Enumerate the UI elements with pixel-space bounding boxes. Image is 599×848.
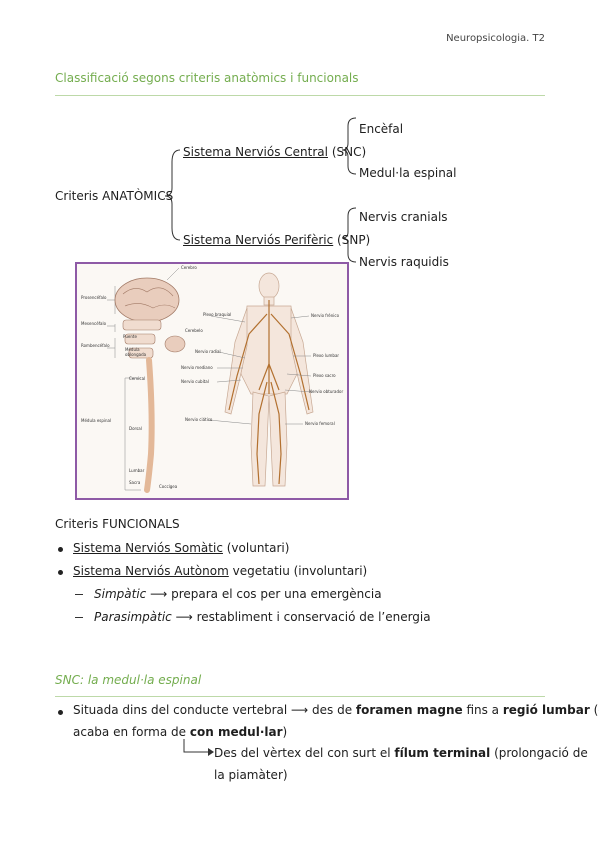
snc-abbr: (SNC) [331, 145, 367, 159]
anatomic-criteria-label: Criteris ANATÒMICS [55, 189, 174, 203]
sympathetic-term: Simpàtic [94, 587, 147, 601]
label-nervio-mediano: Nervio mediano [181, 365, 213, 370]
label-nervio-frenico: Nervio frénico [311, 313, 340, 318]
label-spinal-cord: Médula espinal [81, 418, 112, 423]
label-cervical: Cervical [129, 376, 146, 381]
snc-label: Sistema Nerviós Central (SNC) [183, 145, 366, 159]
section-rule [55, 696, 545, 697]
spinal-cord-line-2: acaba en forma de con medul·lar) [73, 725, 287, 739]
label-nervio-radial: Nervio radial [195, 349, 221, 354]
label-puente: Puente [123, 334, 137, 339]
label-nervio-femoral: Nervio femoral [305, 421, 335, 426]
label-coccigea: Coccígea [159, 484, 178, 489]
label-plexo-sacro: Plexo sacro [313, 373, 336, 378]
text-run: Des del vèrtex del con surt el [214, 746, 395, 760]
running-header: Neuropsicologia. T2 [446, 33, 545, 44]
label-plexo-lumbar: Plexo lumbar [313, 353, 340, 358]
filum-line-2: la piamàter) [214, 768, 288, 782]
sympathetic-item: Simpàtic ⟶ prepara el cos per una emergè… [94, 587, 382, 601]
section-title: Classificació segons criteris anatòmics … [55, 71, 359, 85]
bullet-dot [58, 570, 63, 575]
medulla-label: Medul·la espinal [359, 166, 457, 180]
label-cerebelo: Cerebelo [185, 328, 203, 333]
text-run: ) [282, 725, 288, 739]
anatomic-braces [164, 117, 357, 263]
label-nervio-obturador: Nervio obturador [309, 389, 344, 394]
parasympathetic-rest: ⟶ restabliment i conservació de l’energi… [171, 610, 431, 624]
label-nervio-cubital: Nervio cubital [181, 379, 209, 384]
parasympathetic-item: Parasimpàtic ⟶ restabliment i conservaci… [94, 610, 431, 624]
figure-drawing [107, 267, 314, 493]
somatic-name: Sistema Nerviós Somàtic [73, 541, 223, 555]
nervous-system-figure: Prosencéfalo Mesencéfalo Rombencéfalo Mé… [75, 262, 349, 500]
spinal-nerves-label: Nervis raquidis [359, 255, 449, 269]
text-run: Situada dins del conducte vertebral ⟶ de… [73, 703, 356, 717]
text-run: acaba en forma de [73, 725, 190, 739]
label-sacra: Sacra [129, 480, 141, 485]
arrow-icon [183, 739, 214, 756]
section-title-spinal-cord: SNC: la medul·la espinal [55, 673, 202, 687]
bullet-dot [58, 547, 63, 552]
bold-filum-terminal: fílum terminal [394, 746, 491, 760]
label-plexo-braquial: Plexo braquial [203, 312, 232, 317]
text-run: fins a [462, 703, 503, 717]
somatic-item: Sistema Nerviós Somàtic (voluntari) [73, 541, 289, 555]
somatic-rest: (voluntari) [222, 541, 290, 555]
spinal-cord-line-1: Situada dins del conducte vertebral ⟶ de… [73, 703, 599, 717]
parasympathetic-term: Parasimpàtic [94, 610, 172, 624]
snp-label: Sistema Nerviós Perifèric (SNP) [183, 233, 370, 247]
section-rule [55, 95, 545, 96]
bold-foramen-magne: foramen magne [355, 703, 463, 717]
dash-marker [75, 617, 83, 618]
autonomic-item: Sistema Nerviós Autònom vegetatiu (invol… [73, 564, 367, 578]
encefal-label: Encèfal [359, 122, 404, 136]
label-prosencephalon: Prosencéfalo [81, 295, 107, 300]
cranial-nerves-label: Nervis cranials [359, 210, 448, 224]
snp-name: Sistema Nerviós Perifèric [183, 233, 334, 247]
filum-line-1: Des del vèrtex del con surt el fílum ter… [214, 746, 588, 760]
autonomic-name: Sistema Nerviós Autònom [73, 564, 229, 578]
dash-marker [75, 594, 83, 595]
label-mesencephalon: Mesencéfalo [81, 321, 107, 326]
snp-abbr: (SNP) [337, 233, 371, 247]
sympathetic-rest: ⟶ prepara el cos per una emergència [146, 587, 382, 601]
label-medulla-oblongata: Médula oblongada [125, 347, 147, 357]
label-nervio-ciatico: Nervio ciático [185, 417, 213, 422]
snc-name: Sistema Nerviós Central [183, 145, 328, 159]
label-lumbar: Lumbar [129, 468, 145, 473]
functional-criteria-label: Criteris FUNCIONALS [55, 517, 180, 531]
label-dorsal: Dorsal [129, 426, 142, 431]
text-run: (on [593, 703, 599, 717]
label-cerebro: Cerebro [181, 265, 197, 270]
autonomic-rest: vegetatiu (involuntari) [228, 564, 368, 578]
text-run: (prolongació de [490, 746, 588, 760]
bold-con-medullar: con medul·lar [189, 725, 283, 739]
bullet-dot [58, 710, 63, 715]
label-rhombencephalon: Rombencéfalo [81, 343, 110, 348]
bold-regio-lumbar: regió lumbar [502, 703, 590, 717]
